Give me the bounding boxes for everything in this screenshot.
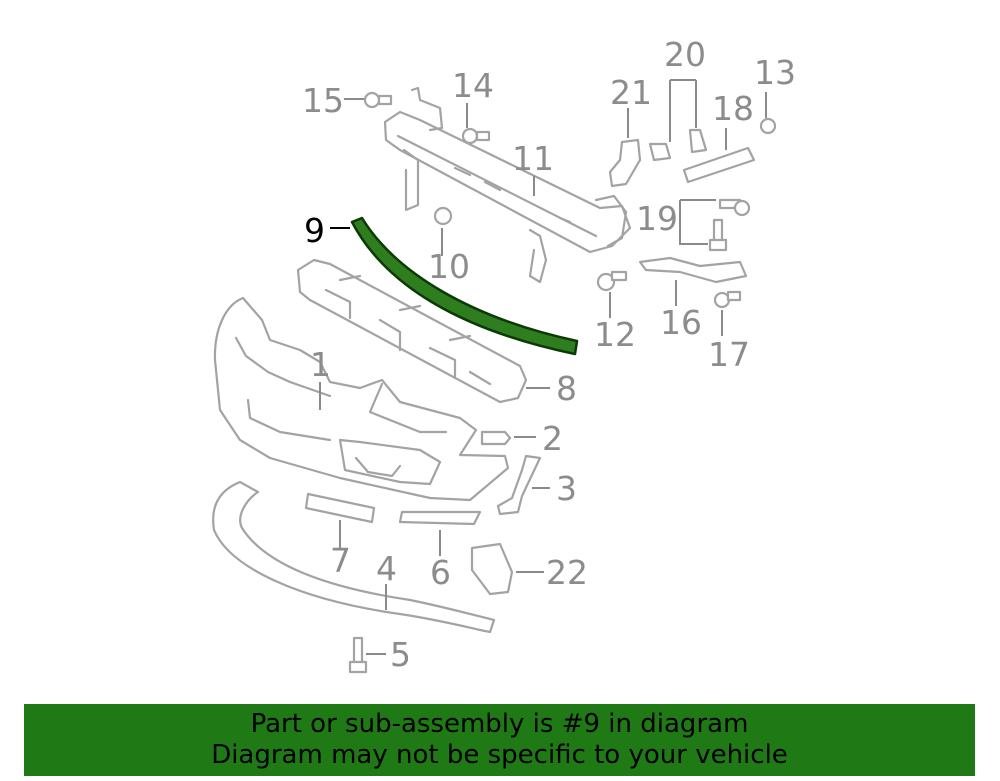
- info-banner: Part or sub-assembly is #9 in diagram Di…: [24, 704, 975, 776]
- callout-3: 3: [556, 469, 577, 508]
- part-18-strip[interactable]: [682, 146, 756, 184]
- part-6-trim-strip[interactable]: [398, 510, 482, 526]
- part-17-bolt[interactable]: [713, 290, 742, 309]
- callout-18: 18: [712, 89, 754, 128]
- callout-15: 15: [302, 81, 344, 120]
- callout-22: 22: [546, 553, 588, 592]
- callout-4: 4: [376, 549, 397, 588]
- part-21-bracket[interactable]: [608, 138, 642, 188]
- banner-line-2: Diagram may not be specific to your vehi…: [211, 740, 788, 770]
- callout-21: 21: [610, 73, 652, 112]
- callout-9: 9: [304, 211, 325, 250]
- callout-10: 10: [428, 247, 470, 286]
- parts-diagram: 15 14 11 10 9 8 1 2 3 7 6 4 5 22 12 16 1…: [212, 35, 796, 674]
- callout-14: 14: [452, 66, 494, 105]
- callout-5: 5: [390, 635, 411, 674]
- callout-6: 6: [430, 553, 451, 592]
- part-14-screw[interactable]: [461, 127, 491, 145]
- part-4-lower-spoiler[interactable]: [212, 480, 496, 634]
- part-22-cover-cap[interactable]: [470, 542, 514, 596]
- part-7-trim-strip[interactable]: [304, 492, 376, 524]
- callout-13: 13: [754, 53, 796, 92]
- callout-11: 11: [512, 139, 554, 178]
- part-3-bracket[interactable]: [496, 454, 542, 516]
- part-9-highlighted[interactable]: [350, 216, 579, 356]
- callout-17: 17: [708, 335, 750, 374]
- part-20-clips[interactable]: [648, 128, 708, 162]
- part-10-nut[interactable]: [433, 206, 453, 226]
- part-15-screw[interactable]: [363, 91, 393, 109]
- callout-8: 8: [556, 369, 577, 408]
- banner-line-1: Part or sub-assembly is #9 in diagram: [250, 709, 749, 739]
- part-2-clip[interactable]: [480, 430, 512, 446]
- callout-2: 2: [542, 419, 563, 458]
- part-5-bolt[interactable]: [348, 636, 368, 674]
- part-1-bumper-cover[interactable]: [213, 296, 510, 502]
- callout-20: 20: [664, 35, 706, 74]
- part-16-bracket[interactable]: [638, 256, 748, 284]
- part-11-reinforcement-bar[interactable]: [383, 86, 632, 284]
- leader-lines: [319, 79, 767, 655]
- callout-labels: 15 14 11 10 9 8 1 2 3 7 6 4 5 22 12 16 1…: [302, 35, 796, 674]
- callout-19: 19: [636, 199, 678, 238]
- part-12-bolt[interactable]: [596, 270, 628, 292]
- callout-16: 16: [660, 303, 702, 342]
- callout-12: 12: [594, 315, 636, 354]
- part-19-bolts[interactable]: [708, 198, 751, 252]
- part-13-nut[interactable]: [759, 117, 777, 135]
- callout-1: 1: [310, 345, 331, 384]
- callout-7: 7: [330, 541, 351, 580]
- part-8-absorber[interactable]: [296, 258, 528, 404]
